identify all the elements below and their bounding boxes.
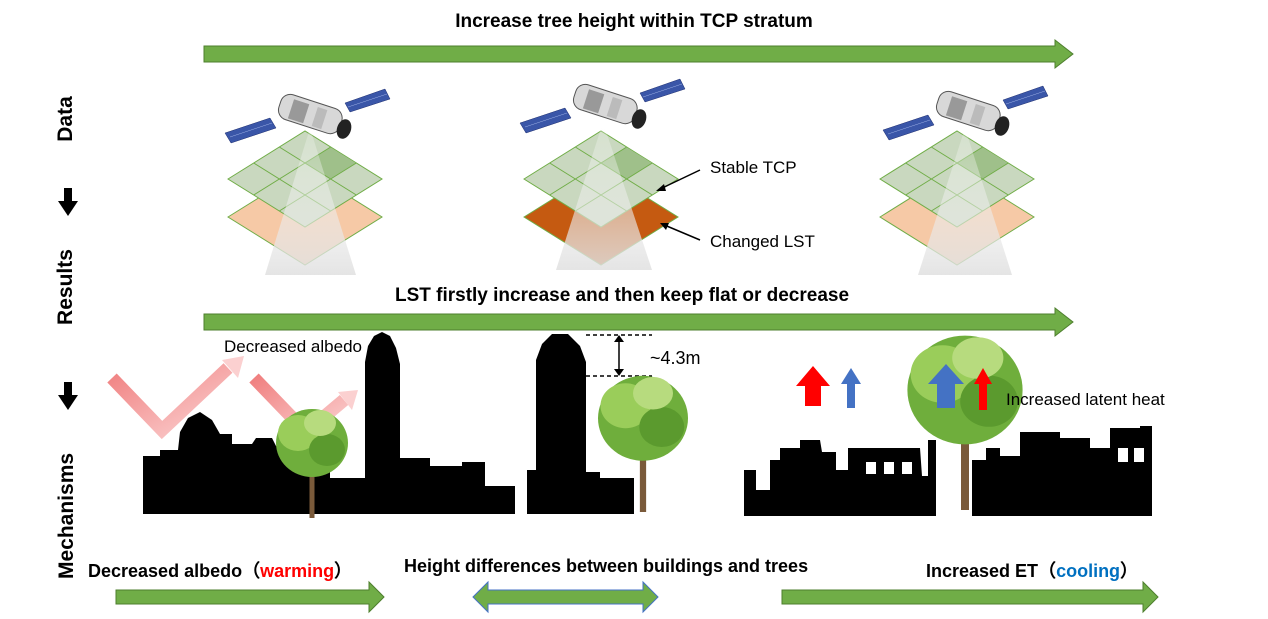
side-label-results: Results — [54, 249, 77, 325]
changed-lst-pointer — [660, 223, 701, 241]
down-arrow-icon — [58, 382, 78, 410]
warming-label: warming — [260, 561, 335, 581]
side-label-mechanisms: Mechanisms — [55, 452, 78, 579]
et-effect-arrow — [781, 580, 1159, 614]
albedo-reflection-arrow — [107, 356, 244, 440]
sensible-heat-arrow-icon — [796, 366, 830, 406]
tree-icon — [907, 335, 1023, 510]
top-progress-arrow — [203, 38, 1074, 70]
results-heading: LST firstly increase and then keep flat … — [394, 285, 850, 306]
skyline-left — [143, 332, 515, 514]
height-difference-marker — [586, 334, 652, 377]
stable-tcp-pointer — [656, 169, 701, 191]
building-windows — [866, 448, 1144, 474]
sensible-heat-arrow-icon — [974, 368, 992, 410]
cooling-label: cooling — [1056, 561, 1121, 581]
skyline-middle — [527, 334, 634, 514]
satellite-beam — [556, 122, 652, 270]
changed-lst-label: Changed LST — [710, 232, 815, 251]
albedo-effect-arrow — [115, 580, 385, 614]
side-label-data: Data — [54, 96, 77, 142]
stable-tcp-label: Stable TCP — [710, 158, 797, 177]
latent-heat-label: Increased latent heat — [1006, 390, 1165, 409]
decreased-albedo-label: Decreased albedo — [224, 337, 362, 356]
et-mechanism-label: Increased ET（cooling） — [926, 561, 1139, 581]
diagram-title: Increase tree height within TCP stratum — [455, 11, 813, 32]
skyline-right — [744, 426, 1152, 516]
satellite-beam — [265, 128, 356, 275]
height-difference-value: ~4.3m — [650, 348, 701, 368]
height-difference-arrow — [472, 580, 659, 614]
tree-icon — [598, 375, 688, 512]
down-arrow-icon — [58, 188, 78, 216]
latent-heat-arrow-icon — [928, 364, 964, 408]
height-mechanism-label: Height differences between buildings and… — [404, 556, 809, 576]
satellite-beam — [918, 128, 1012, 275]
albedo-mechanism-label: Decreased albedo（warming） — [88, 561, 353, 581]
results-progress-arrow — [203, 306, 1074, 338]
latent-heat-arrow-icon — [841, 368, 861, 408]
